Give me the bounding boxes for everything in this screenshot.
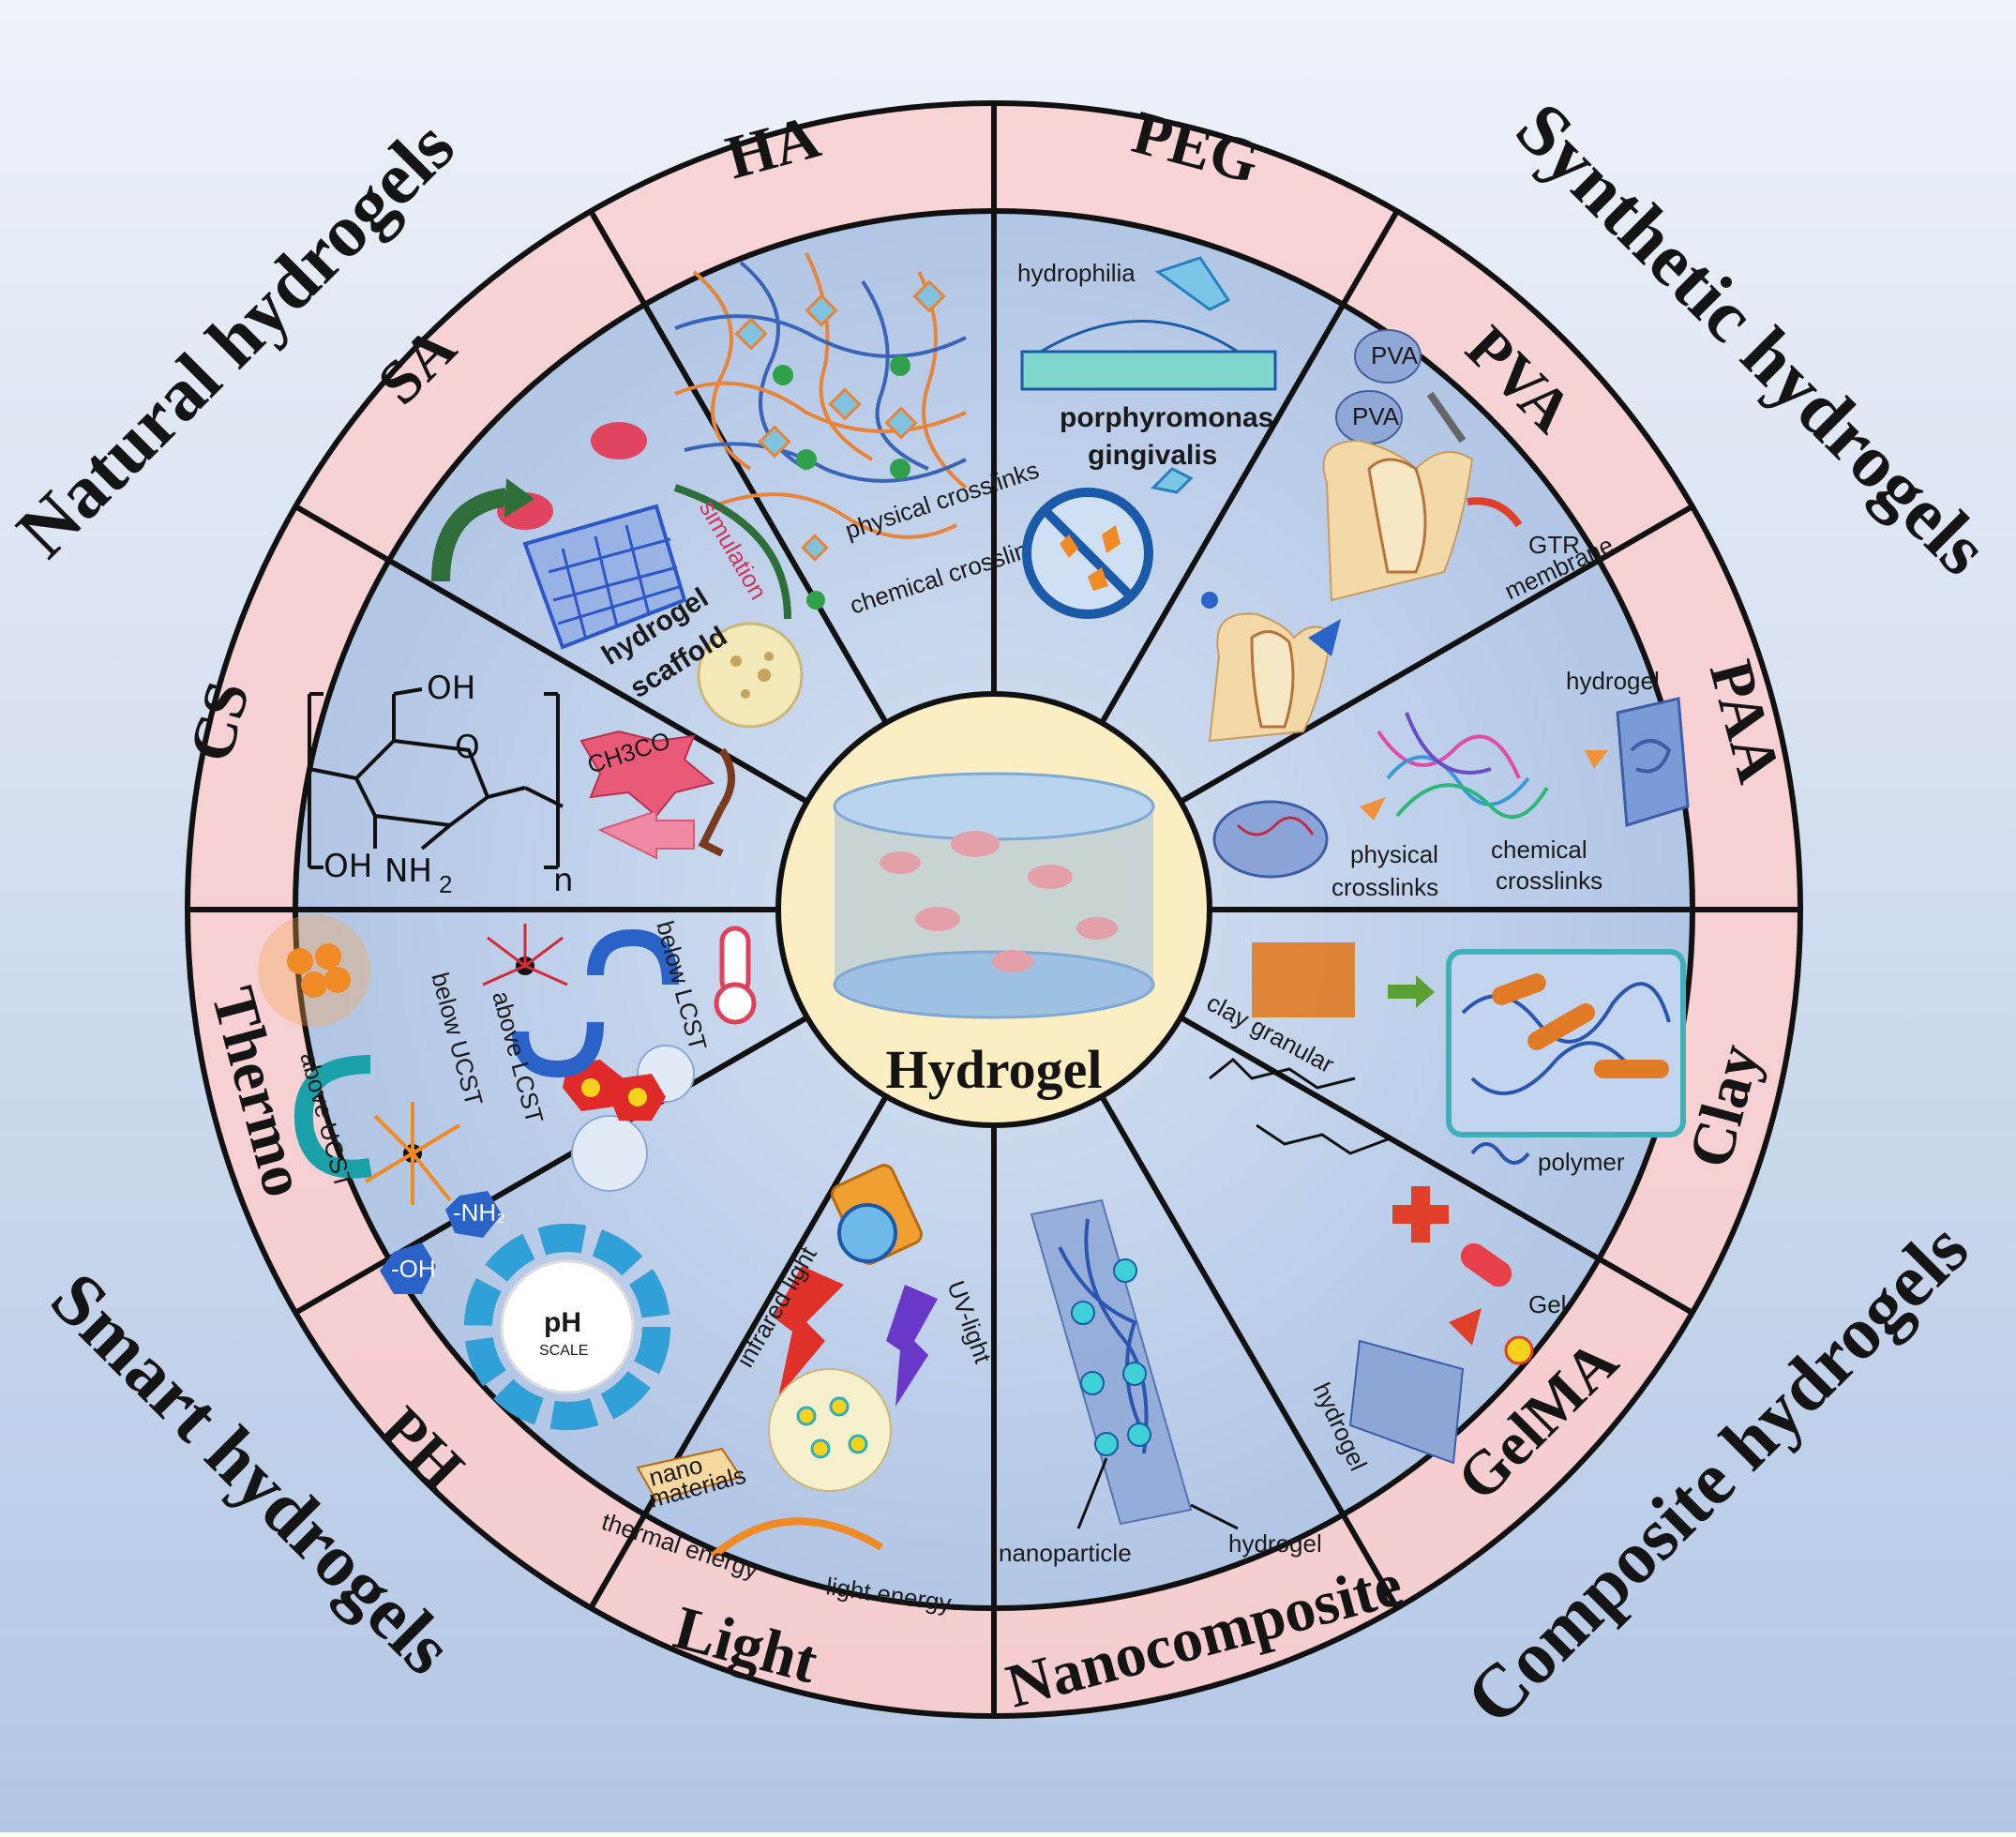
pva-tag-2: PVA [1352,402,1400,430]
clay-illustration [1252,942,1686,1165]
peg-illustration [1020,256,1277,619]
paa-physical-label-1: physical [1350,840,1438,868]
cs-acetyl-burst [579,730,735,860]
pva-tag-1: PVA [1371,341,1419,369]
cs-nh2-label: NH [384,852,432,890]
peg-porphyromonas-label-1: porphyromonas [1060,402,1273,433]
paa-hydrogel-label: hydrogel [1566,667,1660,695]
ph-nh2-label: -NH₂ [453,1198,505,1227]
nano-nanoparticle-label: nanoparticle [999,1539,1132,1567]
light-illustration [636,1164,938,1560]
gelma-illustration [1209,1057,1534,1465]
ha-crosslink-markers [734,279,946,610]
ph-scale-label: pH [544,1307,581,1338]
paa-chemical-label-2: crosslinks [1496,866,1602,895]
clay-polymer-label: polymer [1538,1148,1625,1176]
cs-repeat-n: n [553,862,574,899]
gelma-gel-label: Gel [1528,1290,1566,1318]
paa-physical-label-2: crosslinks [1331,873,1438,901]
center-hydrogel-cylinder-icon [833,772,1155,1019]
cs-nh2-subscript: 2 [439,870,452,898]
peg-porphyromonas-label-2: gingivalis [1088,440,1217,471]
segment-dividers [188,103,1800,1716]
thermo-illustration [258,914,757,1205]
cs-oh-label: OH [427,670,475,707]
cs-ring-oxygen: O [455,729,480,766]
ph-oh-label: -OH [391,1255,436,1283]
sa-illustration [431,422,804,729]
peg-hydrophilia-label: hydrophilia [1017,259,1136,287]
paa-illustration [1212,697,1690,879]
paa-chemical-label-1: chemical [1491,836,1587,864]
ph-illustration [380,1045,695,1430]
center-label: Hydrogel [886,1039,1103,1100]
nanocomposite-illustration [1030,1198,1239,1530]
cs-oh2-label: OH [323,848,372,885]
cs-chemical-structure [308,687,564,869]
pva-illustration [1201,329,1523,743]
ph-scale-sublabel: SCALE [539,1343,588,1359]
pva-gtr-label: GTR [1528,531,1580,559]
nano-hydrogel-label: hydrogel [1228,1529,1322,1558]
